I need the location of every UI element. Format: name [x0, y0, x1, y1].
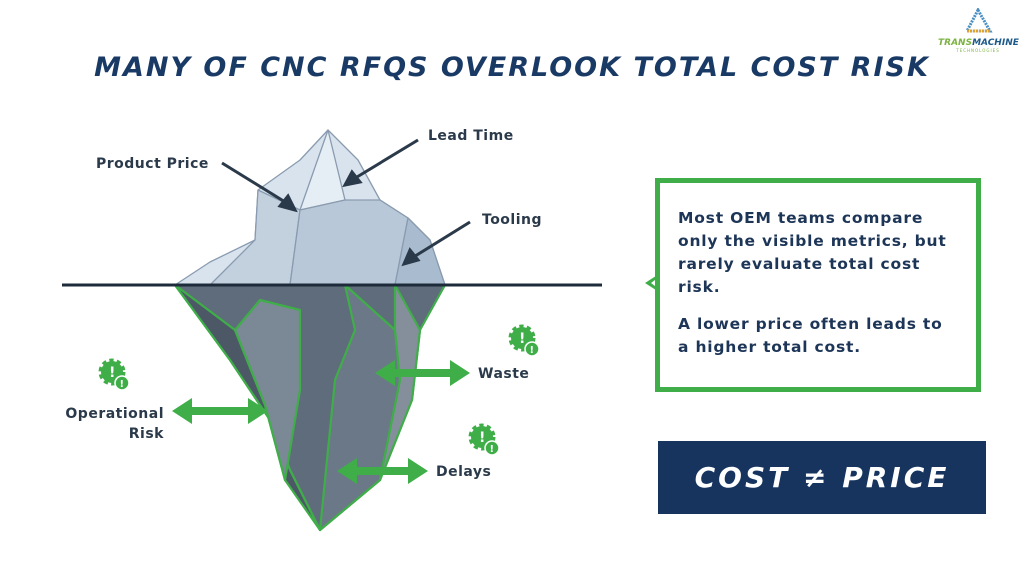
logo-subtext: TECHNOLOGIES — [956, 48, 1000, 53]
logo-text-machine: MACHINE — [972, 38, 1019, 48]
gear-warning-icons: !! !! !! — [98, 324, 540, 456]
logo-mark-icon — [964, 6, 993, 33]
callout-text-1: Most OEM teams compare only the visible … — [678, 209, 947, 296]
iceberg-diagram: !! !! !! — [62, 129, 602, 532]
label-risk: Risk — [128, 426, 164, 442]
gear-warning-icon: !! — [508, 324, 540, 357]
operational-risk-arrow — [172, 398, 268, 424]
label-lead-time: Lead Time — [428, 128, 514, 144]
label-operational: Operational — [65, 406, 164, 422]
label-waste: Waste — [478, 366, 530, 382]
gear-warning-icon: !! — [468, 423, 500, 456]
logo-text-trans: TRANS — [938, 38, 973, 48]
delays-arrow — [337, 458, 428, 484]
svg-text:!: ! — [479, 430, 485, 446]
svg-text:!: ! — [530, 345, 535, 356]
double-arrows — [172, 360, 470, 484]
callout-text-2: A lower price often leads to a higher to… — [678, 315, 943, 356]
page-title: Many of CNC RFQs Overlook Total Cost Ris… — [94, 52, 930, 83]
company-logo: TRANSMACHINE TECHNOLOGIES — [938, 6, 1019, 56]
label-delays: Delays — [436, 464, 492, 480]
svg-text:!: ! — [120, 379, 125, 390]
cost-not-price-banner: COST ≠ PRICE — [658, 441, 986, 514]
waste-arrow — [375, 360, 470, 386]
svg-text:!: ! — [519, 331, 525, 347]
gear-warning-icon: !! — [98, 358, 130, 391]
label-pointers — [221, 138, 471, 267]
svg-text:!: ! — [109, 365, 115, 381]
callout-box: Most OEM teams compare only the visible … — [655, 178, 981, 392]
svg-text:!: ! — [490, 444, 495, 455]
label-tooling: Tooling — [482, 212, 543, 228]
label-product-price: Product Price — [96, 156, 209, 172]
